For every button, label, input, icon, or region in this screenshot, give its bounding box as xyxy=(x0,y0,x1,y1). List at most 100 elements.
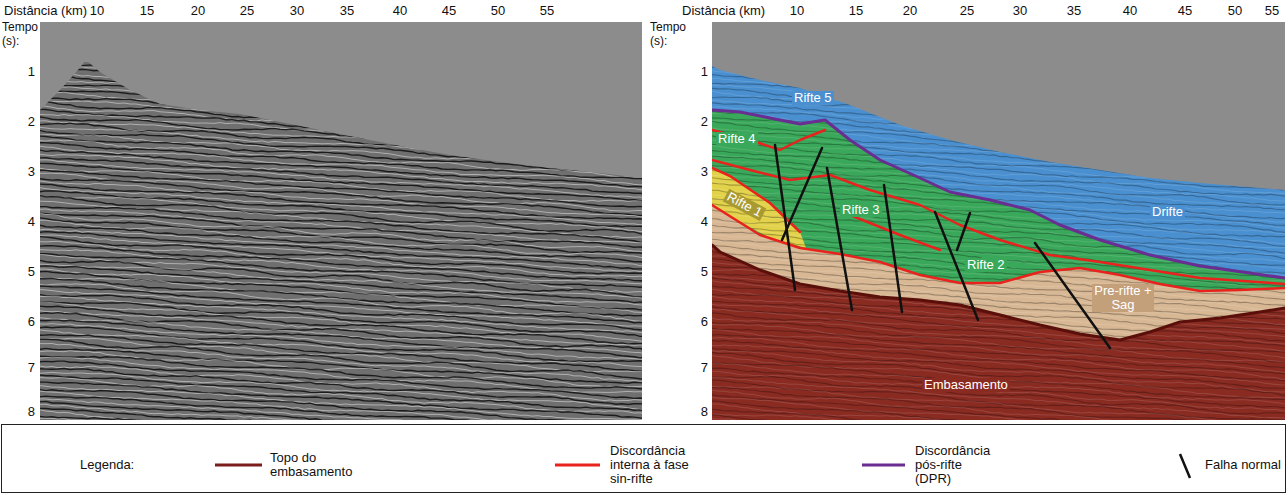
seismic-reflector xyxy=(40,0,646,1)
seismic-reflector xyxy=(712,47,1285,90)
seismic-reflector xyxy=(40,302,646,337)
seismic-reflector xyxy=(40,324,646,360)
seismic-reflector xyxy=(40,21,646,59)
seismic-reflector xyxy=(40,0,646,22)
layer-label: Rifte 4 xyxy=(716,132,758,146)
legend-box xyxy=(2,425,1286,493)
legend-text: Discordância interna à fase sin-rifte xyxy=(610,444,710,486)
distance-tick: 45 xyxy=(1178,4,1192,18)
seismic-reflector xyxy=(712,414,1285,420)
time-tick: 6 xyxy=(701,315,708,329)
seismic-reflector xyxy=(40,50,646,89)
rift-unconformity xyxy=(712,205,1285,291)
interpreted-section xyxy=(712,22,1285,420)
time-tick: 2 xyxy=(28,115,35,129)
seismic-reflector xyxy=(712,161,1285,201)
basement-top xyxy=(712,245,1285,340)
legend-line-sample xyxy=(555,464,600,467)
seismic-reflector xyxy=(40,218,646,254)
seismic-reflector xyxy=(40,229,646,266)
normal-fault xyxy=(957,213,970,250)
seismic-reflector xyxy=(40,2,646,38)
axis-title: Tempo (s): xyxy=(2,20,42,48)
time-tick: 4 xyxy=(28,215,35,229)
seismic-reflector xyxy=(712,22,1285,33)
seismic-reflector xyxy=(712,83,1285,122)
time-tick: 3 xyxy=(28,165,35,179)
legend-text: Discordância pós-rifte (DPR) xyxy=(915,444,999,486)
distance-tick: 20 xyxy=(191,4,205,18)
seismic-reflector xyxy=(712,71,1285,112)
seismic-reflector xyxy=(40,170,646,207)
time-tick: 7 xyxy=(28,361,35,375)
seismic-reflector xyxy=(712,409,1285,420)
time-tick: 7 xyxy=(701,361,708,375)
seismic-reflector xyxy=(40,163,646,201)
distance-tick: 40 xyxy=(393,4,407,18)
seismic-reflector xyxy=(40,136,646,172)
distance-tick: 55 xyxy=(1265,4,1279,18)
seismic-reflector xyxy=(40,24,646,62)
seismic-reflector xyxy=(40,85,646,121)
distance-tick: 50 xyxy=(491,4,505,18)
legend-line-sample xyxy=(1180,454,1190,478)
seismic-reflector xyxy=(40,146,646,185)
seismic-reflector xyxy=(712,22,1285,51)
layer-label: Embasamento xyxy=(922,378,1010,392)
seismic-reflector xyxy=(40,64,646,102)
distance-tick: 20 xyxy=(903,4,917,18)
seismic-reflector xyxy=(40,18,646,55)
seismic-reflector xyxy=(712,419,1285,420)
seismic-reflector xyxy=(40,296,646,332)
normal-fault xyxy=(782,148,822,240)
seismic-reflector xyxy=(712,85,1285,126)
seismic-reflector xyxy=(40,56,646,90)
seismic-reflector xyxy=(40,313,646,351)
seismic-reflector xyxy=(712,22,1285,42)
seismic-reflector xyxy=(40,375,646,411)
seismic-reflector xyxy=(712,335,1285,374)
time-tick: 5 xyxy=(28,265,35,279)
seismic-reflector xyxy=(712,22,1285,55)
seismic-reflector xyxy=(40,74,646,111)
time-tick: 1 xyxy=(701,65,708,79)
seismic-reflector xyxy=(712,371,1285,411)
rift-unconformity xyxy=(850,215,940,250)
seismic-reflector xyxy=(712,56,1285,95)
seismic-reflector xyxy=(712,325,1285,363)
seismic-reflector xyxy=(712,22,1285,37)
seismic-reflectors xyxy=(40,0,646,477)
layer-label: Rifte 1 xyxy=(723,189,766,221)
distance-tick: 15 xyxy=(140,4,154,18)
post-rift-unconformity xyxy=(712,110,1285,278)
seismic-reflector xyxy=(40,269,646,306)
distance-tick: 40 xyxy=(1123,4,1137,18)
seismic-reflector xyxy=(712,35,1285,75)
seismic-reflector xyxy=(40,286,646,323)
seismic-reflector xyxy=(40,366,646,401)
seismic-reflector xyxy=(712,28,1285,71)
seismic-reflector xyxy=(712,112,1285,155)
seismic-reflector xyxy=(40,0,646,27)
seismic-reflector xyxy=(712,42,1285,83)
seismic-reflector xyxy=(40,348,646,383)
distance-tick: 55 xyxy=(540,4,554,18)
seismic-reflector xyxy=(712,215,1285,256)
axis-title: Distância (km) xyxy=(4,4,87,18)
seismic-reflector xyxy=(40,79,646,115)
time-tick: 8 xyxy=(28,405,35,419)
seismic-reflector xyxy=(712,66,1285,107)
seismic-reflector xyxy=(40,4,646,39)
layer-label: Rifte 5 xyxy=(792,91,834,105)
legend-line-sample xyxy=(215,464,262,467)
seismic-reflector xyxy=(712,377,1285,414)
seismic-reflector xyxy=(40,34,646,71)
distance-tick: 10 xyxy=(90,4,104,18)
seismic-reflector xyxy=(40,391,646,428)
seismic-reflector xyxy=(40,26,646,66)
distance-tick: 30 xyxy=(290,4,304,18)
seismic-reflector xyxy=(40,356,646,389)
seismic-reflector xyxy=(40,220,646,258)
distance-tick: 35 xyxy=(340,4,354,18)
